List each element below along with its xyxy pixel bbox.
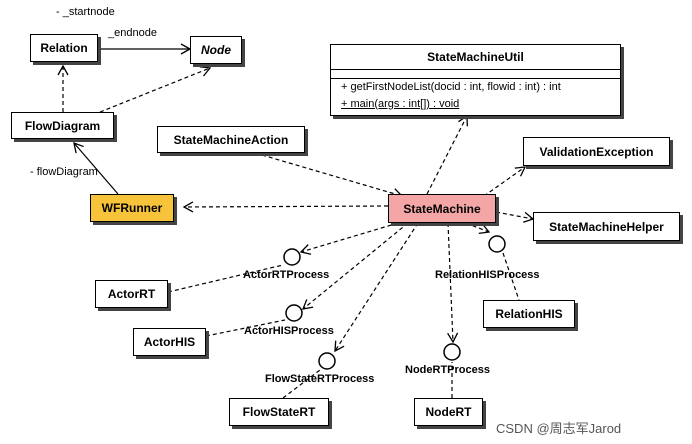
flowdiagram-class: FlowDiagram bbox=[11, 112, 114, 139]
startnode-role-label: - _startnode bbox=[56, 6, 115, 18]
statemachine-util-dependency bbox=[426, 114, 468, 195]
flowstatert-class-name: FlowStateRT bbox=[242, 405, 316, 419]
statemachine-flowstatertprocess-dependency bbox=[334, 222, 419, 353]
node-class-name: Node bbox=[201, 43, 231, 57]
endnode-role-label: _endnode bbox=[108, 27, 157, 39]
nodertprocess-label: NodeRTProcess bbox=[405, 364, 490, 376]
relationhis-class-name: RelationHIS bbox=[495, 307, 563, 321]
actorhisprocess-label: ActorHISProcess bbox=[244, 325, 334, 337]
wfrunner-class-name: WFRunner bbox=[101, 201, 163, 215]
relationhisprocess-interface-circle bbox=[488, 235, 506, 253]
relation-class-name: Relation bbox=[40, 41, 88, 55]
nodertprocess-interface-circle bbox=[443, 343, 461, 361]
actorhis-class: ActorHIS bbox=[133, 328, 206, 356]
actorrt-class-name: ActorRT bbox=[107, 287, 156, 301]
statemachine-wfrunner-dependency bbox=[182, 201, 389, 213]
statemachine-actorrtprocess-dependency bbox=[299, 222, 399, 255]
statemachinehelper-class-name: StateMachineHelper bbox=[549, 219, 664, 234]
operation-getfirstnodelist: + getFirstNodeList(docid : int, flowid :… bbox=[341, 81, 561, 93]
flowstatert-flowstatertprocess-realization bbox=[282, 369, 321, 399]
relationhis-relationhisprocess-realization bbox=[502, 252, 520, 301]
flowstatert-class: FlowStateRT bbox=[229, 398, 329, 426]
action-statemachine-dependency bbox=[261, 154, 404, 199]
validationexception-class-name: ValidationException bbox=[539, 144, 654, 159]
node-class: Node bbox=[190, 36, 242, 64]
statemachine-class: StateMachine bbox=[388, 194, 496, 223]
flowdiagram-class-name: FlowDiagram bbox=[24, 118, 101, 133]
wfrunner-flowdiagram-association bbox=[73, 141, 119, 195]
wfrunner-class: WFRunner bbox=[90, 194, 174, 222]
nodert-class: NodeRT bbox=[414, 398, 483, 426]
actorrt-actorrtprocess-realization bbox=[167, 264, 284, 293]
statemachine-nodertprocess-dependency bbox=[447, 222, 459, 344]
statemachineutil-class-name: StateMachineUtil bbox=[331, 45, 620, 70]
statemachineaction-class-name: StateMachineAction bbox=[173, 132, 289, 147]
actorrtprocess-label: ActorRTProcess bbox=[243, 269, 330, 281]
csdn-watermark: CSDN @周志军Jarod bbox=[496, 421, 622, 436]
statemachine-class-name: StateMachine bbox=[403, 201, 481, 216]
relationhisprocess-label: RelationHISProcess bbox=[435, 269, 540, 281]
actorhis-class-name: ActorHIS bbox=[143, 335, 196, 349]
relationhis-class: RelationHIS bbox=[483, 300, 575, 328]
statemachineutil-attributes-compartment bbox=[331, 70, 620, 79]
flowdiagram-role-label: - flowDiagram bbox=[30, 166, 98, 178]
actorrtprocess-interface-circle bbox=[283, 248, 301, 266]
statemachine-helper-dependency bbox=[495, 211, 535, 223]
actorrt-class: ActorRT bbox=[95, 280, 168, 308]
statemachine-relationhisprocess-dependency bbox=[465, 222, 491, 235]
statemachineaction-class: StateMachineAction bbox=[157, 126, 305, 153]
statemachineutil-class: StateMachineUtil + getFirstNodeList(doci… bbox=[330, 44, 621, 116]
statemachine-validation-dependency bbox=[483, 166, 527, 197]
actorhisprocess-interface-circle bbox=[285, 304, 303, 322]
operation-main-text: + main(args : int[]) : void bbox=[341, 98, 460, 110]
nodert-class-name: NodeRT bbox=[425, 405, 472, 419]
validationexception-class: ValidationException bbox=[523, 137, 670, 166]
statemachinehelper-class: StateMachineHelper bbox=[533, 212, 680, 241]
flowstatertprocess-interface-circle bbox=[318, 352, 336, 370]
operation-main: + main(args : int[]) : void bbox=[331, 96, 620, 113]
relation-class: Relation bbox=[30, 34, 98, 62]
statemachine-actorhisprocess-dependency bbox=[301, 222, 409, 310]
flowstatertprocess-label: FlowStateRTProcess bbox=[265, 373, 375, 385]
flowdiagram-node-dependency bbox=[99, 66, 212, 113]
